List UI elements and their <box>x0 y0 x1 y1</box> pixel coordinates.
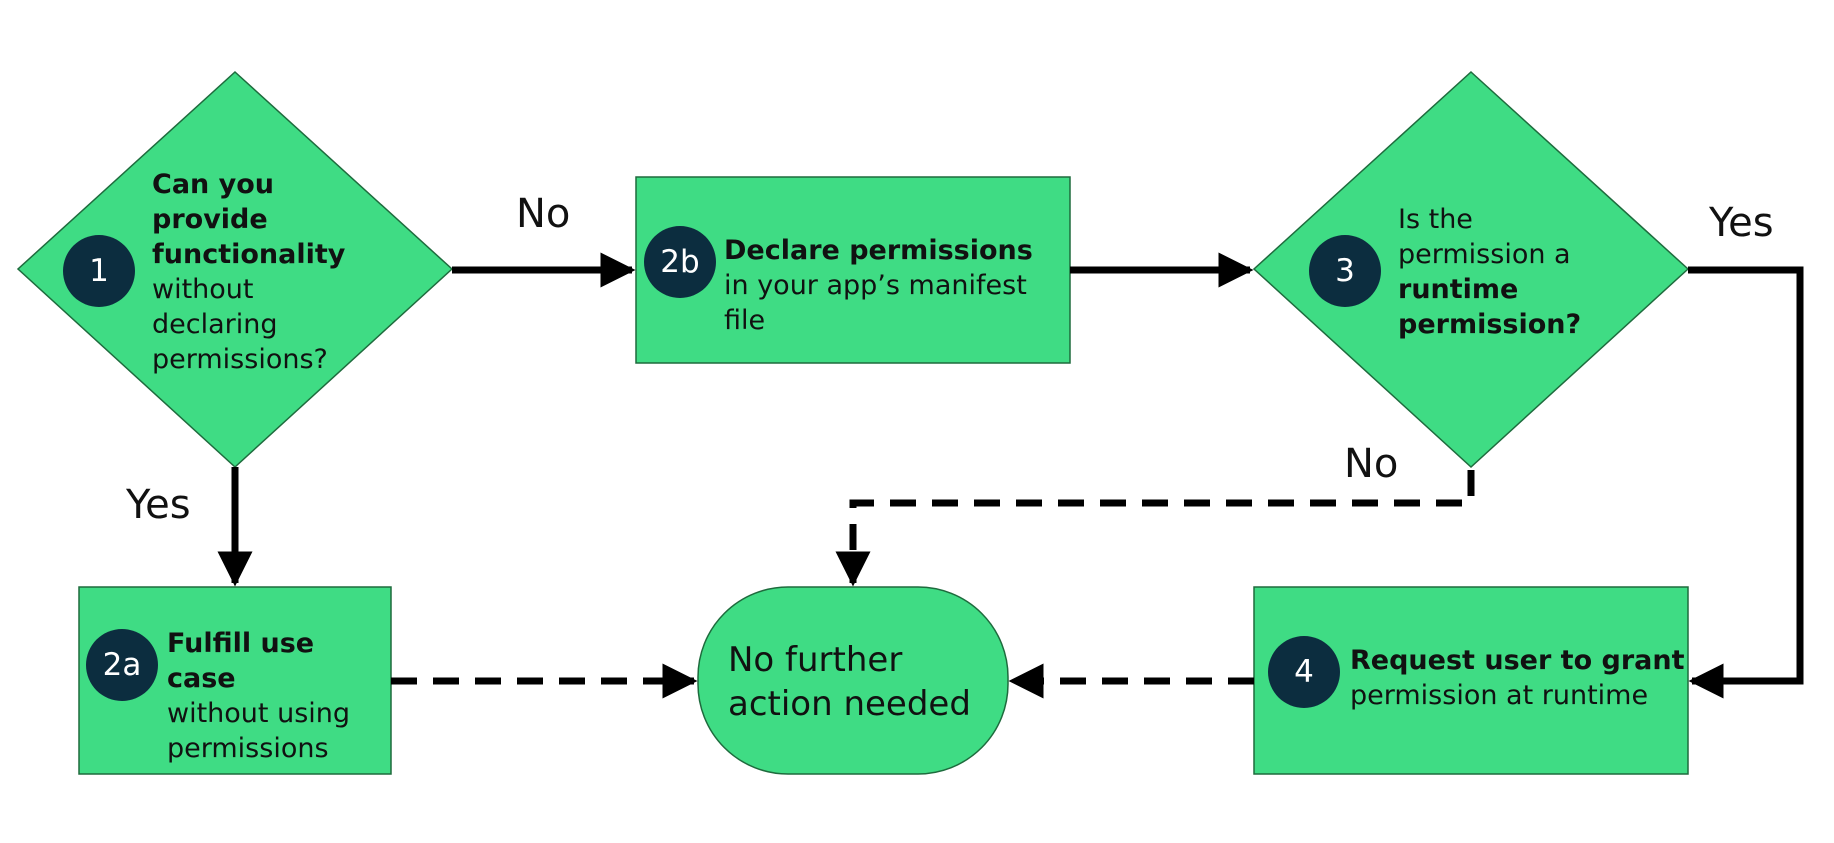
step-badge-1: 1 <box>63 235 135 307</box>
edge-label-1-no: No <box>516 191 571 237</box>
process-2b-bold-text: Declare permissions <box>724 235 1033 266</box>
process-2b-text: in your app’s manifest file <box>724 270 1027 336</box>
arrow-3-to-4 <box>1688 266 1804 699</box>
decision-3-bold-text: runtime permission? <box>1398 274 1582 340</box>
process-2a-text: without using permissions <box>167 698 351 764</box>
step-badge-2a: 2a <box>86 629 158 701</box>
decision-3-shape <box>1252 70 1690 469</box>
decision-1-bold-text: Can you provide functionality <box>152 169 346 270</box>
process-4-bold-text: Request user to grant <box>1350 645 1685 676</box>
process-2a-label: Fulfill use case without using permissio… <box>167 626 387 766</box>
decision-1-text: without declaring permissions? <box>152 274 328 375</box>
decision-3-text: Is the permission a <box>1398 204 1571 270</box>
process-4-text: permission at runtime <box>1350 680 1649 711</box>
terminal-shape <box>697 586 1009 775</box>
edge-label-3-yes: Yes <box>1709 200 1774 246</box>
step-badge-4: 4 <box>1268 636 1340 708</box>
edge-label-3-no: No <box>1344 441 1399 487</box>
process-2b-label: Declare permissions in your app’s manife… <box>724 233 1069 338</box>
decision-3-label: Is the permission a runtime permission? <box>1398 202 1588 342</box>
arrow-3-to-terminal <box>835 470 1475 587</box>
step-badge-2b: 2b <box>644 226 716 298</box>
decision-1-label: Can you provide functionality without de… <box>152 167 347 377</box>
process-4-label: Request user to grant permission at runt… <box>1350 643 1685 713</box>
step-badge-3: 3 <box>1309 235 1381 307</box>
terminal-label: No further action needed <box>728 640 971 724</box>
process-2a-bold-text: Fulfill use case <box>167 628 315 694</box>
edge-label-1-yes: Yes <box>126 482 191 528</box>
